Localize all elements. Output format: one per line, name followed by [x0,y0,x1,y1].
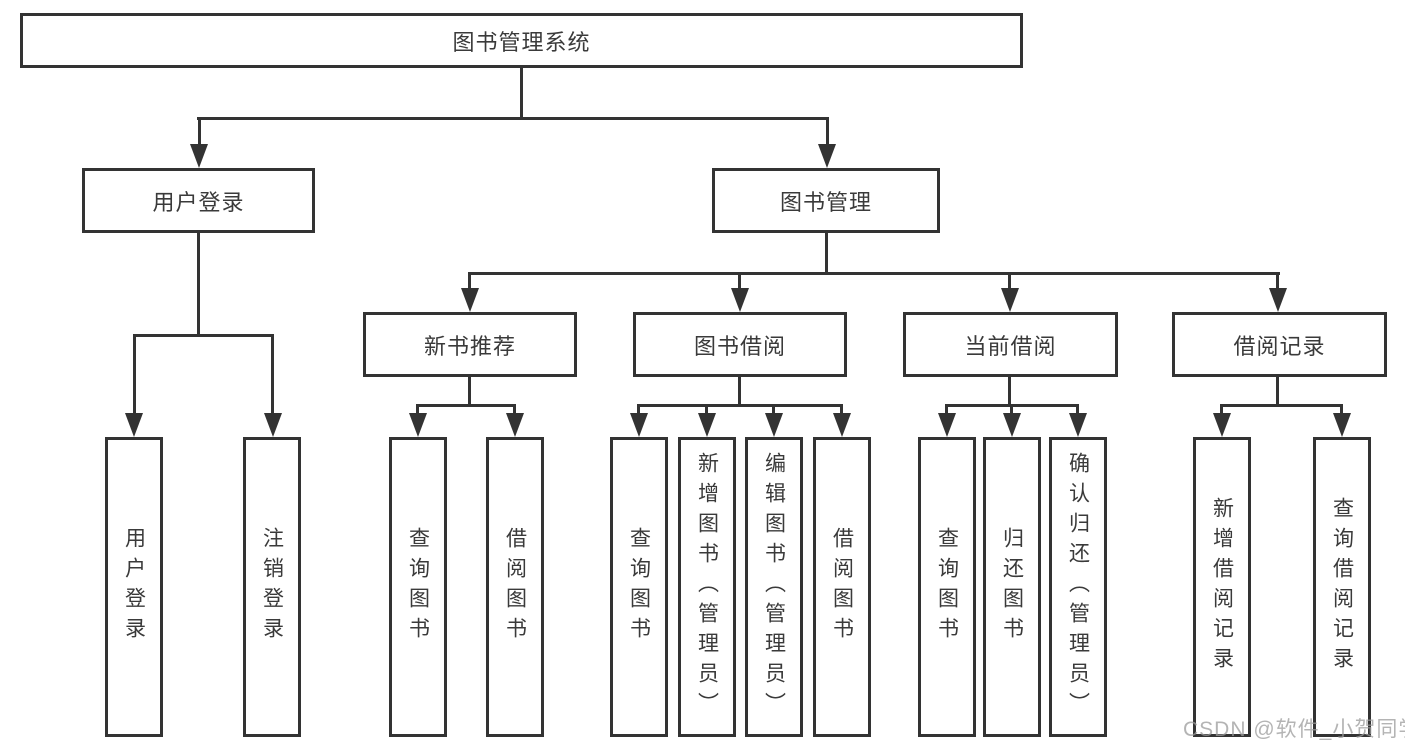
leaf-current-return-books-label: 归还图书 [1000,527,1024,647]
connector-leaf-drop [840,404,843,417]
leaf-current-query-books: 查询图书 [918,437,976,737]
arrow-leaf-icon [409,413,427,437]
node-current-borrow: 当前借阅 [903,312,1118,377]
arrow-new-book-icon [461,288,479,312]
arrow-borrow-record-icon [1269,288,1287,312]
leaf-logout-label: 注销登录 [260,527,284,647]
arrow-leaf-icon [833,413,851,437]
arrow-leaf-icon [1333,413,1351,437]
connector-current-borrow-stem [1008,375,1011,407]
connector-leaf-drop [772,404,775,417]
arrow-leaf-icon [938,413,956,437]
connector-book-borrow-leafbar [637,404,843,407]
arrow-login-icon [125,413,143,437]
watermark: CSDN @软件_小贺同学 [1183,718,1405,741]
leaf-current-confirm-return-admin: 确认归还（管理员） [1049,437,1107,737]
node-borrow-records-label: 借阅记录 [1233,333,1326,359]
connector-leaf-drop [416,404,419,417]
leaf-borrow-borrow-books: 借阅图书 [813,437,871,737]
leaf-newbook-borrow-books: 借阅图书 [486,437,544,737]
arrow-leaf-icon [1069,413,1087,437]
arrow-current-borrow-icon [1001,288,1019,312]
connector-book-mgmt-drop [826,118,829,147]
leaf-newbook-borrow-books-label: 借阅图书 [503,527,527,647]
connector-borrow-record-stem [1276,375,1279,407]
connector-borrow-record-drop [1276,273,1279,292]
node-book-borrow: 图书借阅 [633,312,847,377]
connector-leaf-drop [1340,404,1343,417]
connector-current-borrow-drop [1008,273,1011,292]
connector-book-borrow-drop [738,273,741,292]
leaf-borrow-edit-books-admin: 编辑图书（管理员） [745,437,803,737]
leaf-current-query-books-label: 查询图书 [935,527,959,647]
connector-book-mgmt-stem [825,231,828,275]
arrow-book-borrow-icon [731,288,749,312]
node-root: 图书管理系统 [20,13,1023,68]
leaf-current-return-books: 归还图书 [983,437,1041,737]
leaf-logout: 注销登录 [243,437,301,737]
leaf-user-login: 用户登录 [105,437,163,737]
leaf-record-add-borrow-record-label: 新增借阅记录 [1210,497,1234,677]
node-new-book-recommend: 新书推荐 [363,312,577,377]
leaf-borrow-add-books-admin: 新增图书（管理员） [678,437,736,737]
connector-leaf-drop [705,404,708,417]
arrow-leaf-icon [630,413,648,437]
leaf-borrow-borrow-books-label: 借阅图书 [830,527,854,647]
leaf-record-add-borrow-record: 新增借阅记录 [1193,437,1251,737]
connector-login-drop [133,334,136,415]
node-user-login: 用户登录 [82,168,315,233]
connector-leaf-drop [1010,404,1013,417]
leaf-record-query-borrow-record-label: 查询借阅记录 [1330,497,1354,677]
arrow-logout-icon [264,413,282,437]
leaf-borrow-edit-books-admin-label: 编辑图书（管理员） [762,452,786,722]
node-user-login-label: 用户登录 [152,189,245,215]
leaf-borrow-query-books: 查询图书 [610,437,668,737]
node-book-management-label: 图书管理 [779,189,872,215]
connector-book-borrow-stem [738,375,741,407]
arrow-leaf-icon [1213,413,1231,437]
connector-borrow-record-leafbar [1220,404,1343,407]
connector-user-login-stem [197,231,200,337]
connector-level3-bar [468,272,1280,275]
node-book-borrow-label: 图书借阅 [693,333,786,359]
node-new-book-recommend-label: 新书推荐 [423,333,516,359]
connector-leaf-drop [945,404,948,417]
leaf-current-confirm-return-admin-label: 确认归还（管理员） [1066,452,1090,722]
arrow-leaf-icon [506,413,524,437]
connector-root-stem [520,66,523,120]
connector-user-login-drop [198,118,201,147]
leaf-borrow-query-books-label: 查询图书 [627,527,651,647]
connector-new-book-leafbar [416,404,516,407]
connector-leaf-drop [1076,404,1079,417]
connector-new-book-stem [468,375,471,407]
connector-leaf-drop [513,404,516,417]
node-borrow-records: 借阅记录 [1172,312,1387,377]
connector-logout-drop [271,334,274,415]
arrow-book-mgmt-icon [818,144,836,168]
arrow-leaf-icon [1003,413,1021,437]
node-current-borrow-label: 当前借阅 [964,333,1057,359]
leaf-borrow-add-books-admin-label: 新增图书（管理员） [695,452,719,722]
arrow-user-login-icon [190,144,208,168]
leaf-user-login-label: 用户登录 [122,527,146,647]
node-book-management: 图书管理 [712,168,940,233]
arrow-leaf-icon [765,413,783,437]
arrow-leaf-icon [698,413,716,437]
connector-user-login-bar [133,334,274,337]
connector-leaf-drop [1220,404,1223,417]
connector-level2-bar [197,117,829,120]
connector-leaf-drop [637,404,640,417]
leaf-record-query-borrow-record: 查询借阅记录 [1313,437,1371,737]
leaf-newbook-query-books: 查询图书 [389,437,447,737]
connector-new-book-drop [468,273,471,292]
leaf-newbook-query-books-label: 查询图书 [406,527,430,647]
node-root-label: 图书管理系统 [452,29,591,55]
